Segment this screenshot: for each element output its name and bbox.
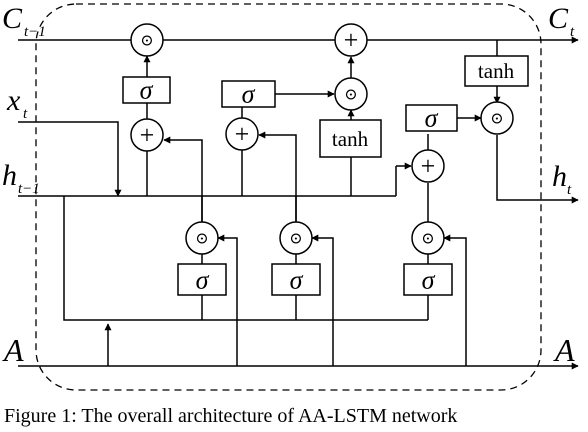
att-mult2-symbol: ⊙: [289, 231, 302, 248]
att-sigma3-box: [403, 263, 453, 296]
x-label: x: [6, 84, 21, 117]
output-sigma-box: [405, 104, 458, 132]
input-sigma-box: [221, 80, 276, 108]
att-gate1-to-forget: [163, 136, 203, 222]
att-gate1-feedback: [217, 234, 238, 366]
attention-bus: [63, 196, 428, 321]
c-next-label: C: [548, 2, 569, 35]
a-out-label: A: [553, 332, 575, 368]
input-sum-symbol: +: [235, 120, 250, 149]
c-next-sub: t: [570, 24, 575, 40]
att-sigma3-label: σ: [422, 266, 436, 295]
forget-sum-symbol: +: [140, 121, 155, 150]
att-sigma2-box: [271, 263, 321, 296]
forget-sigma-label: σ: [140, 76, 154, 105]
att-mult1-circle: [185, 221, 219, 255]
candidate-tanh-box: [319, 119, 382, 158]
c-prev-label: C: [2, 2, 23, 35]
att-sigma2-label: σ: [290, 266, 304, 295]
cell-add-circle: [334, 23, 368, 57]
input-mult-circle: [334, 77, 368, 111]
forget-sum-circle: [130, 118, 164, 152]
output-sigma-label: σ: [425, 104, 439, 133]
att-sigma1-label: σ: [196, 266, 210, 295]
h-out-line: [496, 135, 579, 204]
h-next-sub: t: [567, 182, 572, 198]
att-mult1-symbol: ⊙: [195, 231, 208, 248]
cell-add-symbol: +: [344, 26, 359, 55]
figure-caption: Figure 1: The overall architecture of AA…: [4, 405, 457, 427]
input-mult-symbol: ⊙: [344, 87, 357, 104]
output-sum-symbol: +: [421, 152, 436, 181]
h-prev-label: h: [2, 159, 17, 192]
output-mult-circle: [480, 101, 514, 135]
forget-mult-circle: [130, 23, 164, 57]
att-gate2-feedback: [311, 234, 334, 366]
att-mult2-circle: [279, 221, 313, 255]
cell-boundary: [35, 3, 542, 391]
output-tanh-box: [464, 55, 529, 87]
att-gate3-feedback: [443, 234, 467, 366]
h-next-label: h: [552, 160, 567, 193]
output-tanh-label: tanh: [478, 59, 515, 83]
candidate-tanh-label: tanh: [332, 127, 369, 151]
c-prev-sub: t−1: [24, 24, 46, 40]
x-sub: t: [23, 106, 28, 122]
x-input-line: [18, 121, 122, 197]
output-mult-symbol: ⊙: [490, 111, 503, 128]
att-mult3-circle: [411, 221, 445, 255]
att-gate2-to-input: [258, 131, 297, 222]
a-in-label: A: [2, 332, 24, 368]
att-sigma1-box: [177, 263, 227, 296]
input-sigma-label: σ: [242, 80, 256, 109]
input-sum-circle: [225, 117, 259, 151]
output-sum-circle: [411, 149, 445, 183]
att-mult3-symbol: ⊙: [421, 231, 434, 248]
h-prev-sub: t−1: [18, 181, 40, 197]
forget-sigma-box: [122, 76, 171, 104]
forget-mult-symbol: ⊙: [140, 33, 153, 50]
